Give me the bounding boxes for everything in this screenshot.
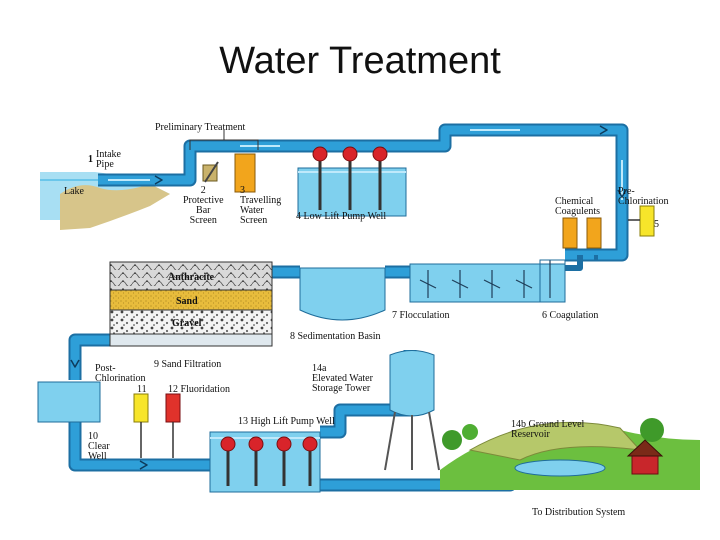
label-prechlorination-number: 5	[654, 219, 659, 230]
low-lift-pump-2	[342, 146, 358, 162]
coagulant-tanks	[562, 217, 602, 249]
label-sedimentation-basin: 8 Sedimentation Basin	[290, 331, 381, 342]
elevated-storage-tower	[384, 350, 440, 471]
house	[626, 439, 664, 475]
label-coagulation: 6 Coagulation	[542, 310, 599, 321]
label-lake: Lake	[64, 186, 84, 197]
label-low-lift-pump-well: 4 Low Lift Pump Well	[296, 211, 387, 222]
low-lift-pumps	[318, 156, 382, 210]
label-gravel: Gravel	[172, 318, 202, 329]
label-preliminary-treatment: Preliminary Treatment	[155, 122, 246, 133]
label-elevated-storage-tower: 14a Elevated Water Storage Tower	[312, 363, 373, 394]
high-lift-pump-3	[276, 436, 292, 452]
label-protective-bar-screen: 2 Protective Bar Screen	[183, 185, 224, 226]
sand-filter	[109, 261, 273, 347]
label-fluoridation: 12 Fluoridation	[168, 384, 230, 395]
label-intake-pipe: Intake Pipe	[96, 149, 121, 170]
label-travelling-water-screen: 3 Travelling Water Screen	[240, 185, 282, 226]
label-postchlorination-number: 11	[137, 384, 147, 395]
label-intake-number: 1	[88, 154, 93, 165]
sedimentation-basin	[299, 267, 386, 321]
bar-screen	[202, 161, 219, 183]
slide-title: Water Treatment	[219, 40, 501, 82]
water-treatment-diagram	[37, 123, 700, 493]
fluoridation-tank	[165, 393, 181, 423]
label-ground-level-reservoir: 14b Ground Level Reservoir	[511, 419, 585, 440]
label-high-lift-pump-well: 13 High Lift Pump Well	[238, 416, 335, 427]
high-lift-pump-1	[220, 436, 236, 452]
high-lift-pump-4	[302, 436, 318, 452]
label-flocculation: 7 Flocculation	[392, 310, 450, 321]
label-sand: Sand	[176, 296, 198, 307]
label-sand-filtration: 9 Sand Filtration	[154, 359, 222, 370]
label-prechlorination: Pre- Chlorination	[618, 186, 669, 207]
prechlorination-tank	[639, 205, 655, 237]
clear-well	[37, 381, 101, 423]
high-lift-pump-2	[248, 436, 264, 452]
low-lift-pump-1	[312, 146, 328, 162]
label-to-distribution-system: To Distribution System	[532, 507, 626, 518]
label-clear-well: 10 Clear Well	[88, 431, 110, 462]
label-chemical-coagulants: Chemical Coagulents	[555, 196, 600, 217]
flocculation-basin	[409, 259, 566, 303]
label-anthracite: Anthracite	[168, 272, 215, 283]
low-lift-pump-3	[372, 146, 388, 162]
postchlorination-tank	[133, 393, 149, 423]
preliminary-bracket	[189, 130, 259, 150]
travelling-screen	[234, 153, 256, 193]
label-postchlorination: Post- Chlorination	[95, 363, 146, 384]
low-lift-pump-well	[297, 167, 407, 217]
